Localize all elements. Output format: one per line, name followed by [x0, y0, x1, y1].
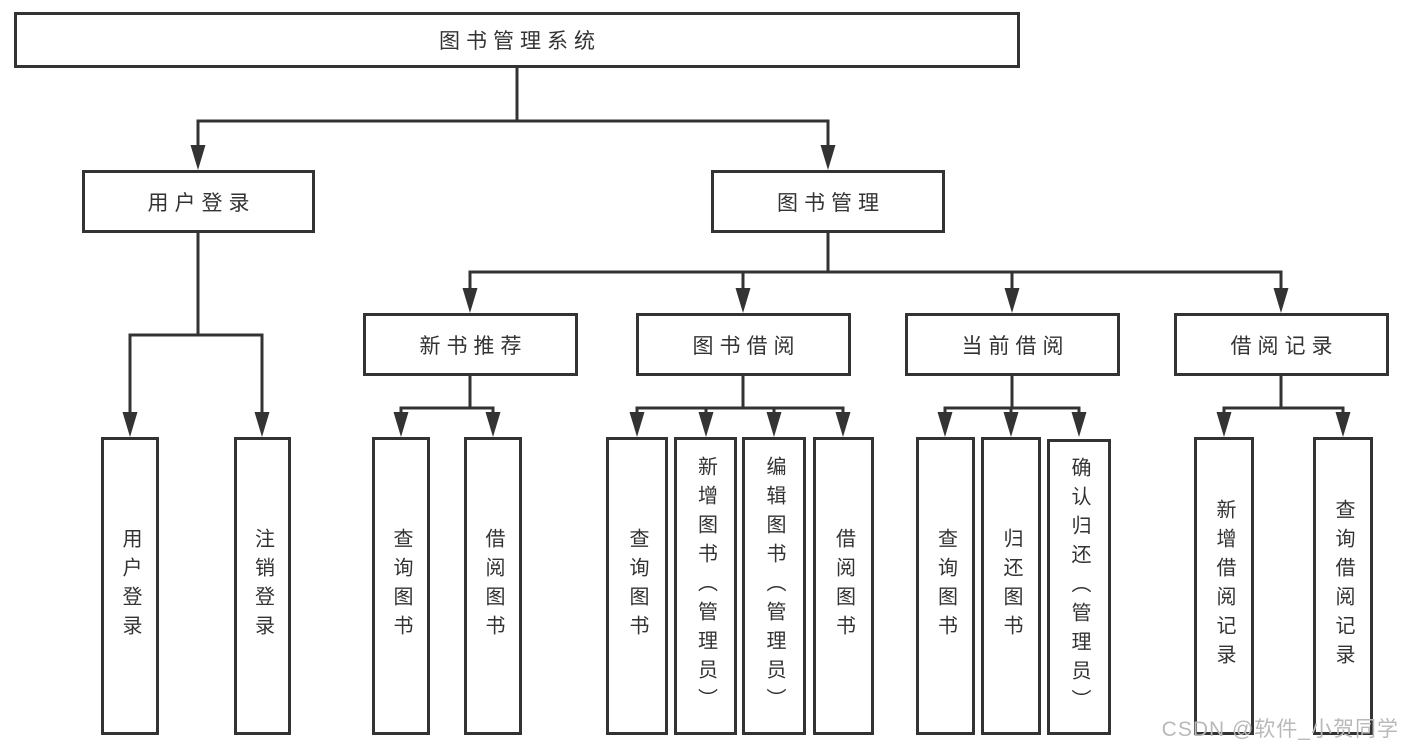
- leaf-label: 查询图书: [934, 528, 957, 644]
- leaf-query-books: 查询图书: [606, 437, 668, 735]
- leaf-label: 新增图书（管理员）: [694, 455, 717, 717]
- leaf-borrow-books: 借阅图书: [813, 437, 874, 735]
- leaf-label: 注销登录: [251, 528, 274, 644]
- leaf-label: 新增借阅记录: [1213, 499, 1235, 673]
- leaf-user-login: 用户登录: [101, 437, 159, 735]
- leaf-label: 归还图书: [1000, 528, 1022, 644]
- leaf-add-borrow-record: 新增借阅记录: [1194, 437, 1254, 735]
- leaf-label: 查询图书: [626, 528, 648, 644]
- leaf-query-books: 查询图书: [916, 437, 975, 735]
- leaf-add-books-admin: 新增图书（管理员）: [674, 437, 737, 735]
- node-book-management: 图书管理: [711, 170, 945, 233]
- node-user-login: 用户登录: [82, 170, 315, 233]
- node-book-management-system: 图书管理系统: [14, 12, 1020, 68]
- csdn-watermark: CSDN @软件_小贺同学: [1161, 718, 1399, 741]
- leaf-confirm-return-admin: 确认归还（管理员）: [1047, 439, 1111, 735]
- leaf-query-borrow-record: 查询借阅记录: [1313, 437, 1373, 735]
- leaf-label: 借阅图书: [832, 528, 855, 644]
- leaf-label: 借阅图书: [482, 528, 504, 644]
- leaf-edit-books-admin: 编辑图书（管理员）: [742, 437, 806, 735]
- leaf-label: 用户登录: [119, 528, 141, 644]
- leaf-query-books: 查询图书: [372, 437, 430, 735]
- node-new-book-recommend: 新书推荐: [363, 313, 578, 376]
- node-current-borrowing: 当前借阅: [905, 313, 1120, 376]
- leaf-label: 查询图书: [390, 528, 412, 644]
- leaf-label: 查询借阅记录: [1332, 499, 1354, 673]
- node-borrowing-records: 借阅记录: [1174, 313, 1389, 376]
- leaf-borrow-books: 借阅图书: [464, 437, 522, 735]
- leaf-return-books: 归还图书: [981, 437, 1041, 735]
- leaf-label: 确认归还（管理员）: [1068, 456, 1090, 718]
- leaf-label: 编辑图书（管理员）: [763, 455, 785, 717]
- leaf-logout: 注销登录: [234, 437, 291, 735]
- node-book-borrowing: 图书借阅: [636, 313, 851, 376]
